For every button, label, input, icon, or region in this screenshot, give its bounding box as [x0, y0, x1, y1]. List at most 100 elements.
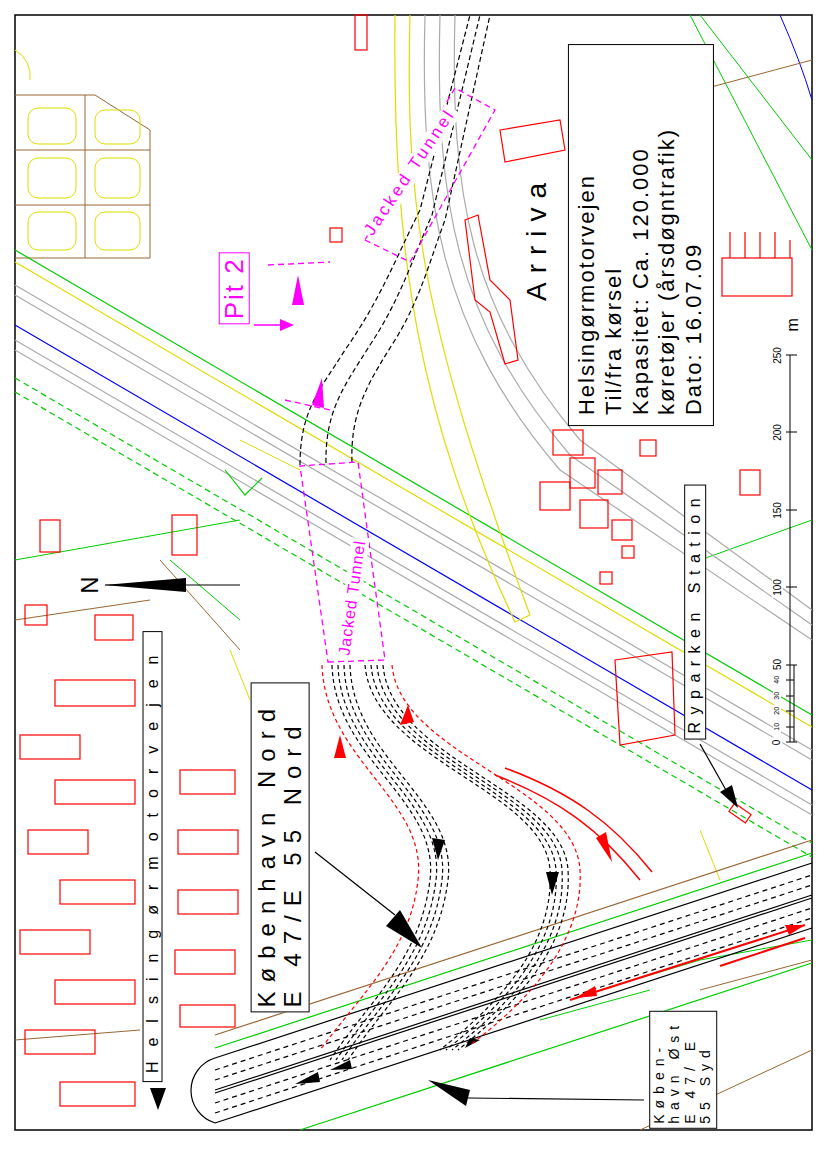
buildings — [55, 980, 135, 1004]
ramps — [320, 665, 419, 1050]
pit-box: Pit 2 — [219, 252, 250, 324]
plot-lines — [15, 15, 812, 1130]
buildings — [40, 520, 60, 552]
jacked-tunnel-outline — [300, 462, 385, 662]
node-text: Pit 2 — [220, 257, 249, 319]
buildings — [640, 440, 656, 456]
station-box: Ryparken Station — [684, 485, 706, 740]
ramp-arrows — [596, 832, 612, 862]
ramps — [348, 665, 449, 1060]
buildings — [172, 515, 197, 555]
buildings — [25, 1030, 95, 1054]
jacked-tunnel-outline — [268, 262, 330, 265]
ramps — [383, 665, 568, 1050]
ramps — [342, 665, 443, 1060]
buildings — [500, 120, 565, 162]
leader-lines — [428, 1080, 470, 1106]
buildings — [55, 780, 135, 804]
place-label: Arriva — [522, 171, 553, 302]
motorway-arrows — [785, 925, 805, 935]
ramps — [371, 665, 556, 1050]
plot-lines — [15, 95, 150, 258]
node-text: Til/fra kørsel — [601, 55, 628, 415]
scale-bar — [786, 355, 797, 742]
node-text: Kapasitet: Ca. 120.000 køretøjer (årsdøg… — [628, 55, 682, 415]
plot-lines — [28, 158, 76, 198]
buildings — [600, 572, 612, 584]
buildings — [740, 470, 760, 495]
scale-number: 50 — [772, 656, 783, 671]
scale-number: 0 — [771, 737, 782, 747]
buildings — [722, 258, 792, 296]
railway-corridor — [225, 470, 262, 495]
buildings — [465, 215, 518, 364]
leader-lines — [315, 852, 395, 915]
ramps — [392, 665, 580, 1045]
pit-markers — [292, 275, 304, 305]
info-box: HelsingørmotorvejenTil/fra kørselKapasit… — [568, 44, 714, 426]
motorway-arrows — [295, 1072, 320, 1084]
railway-corridor — [15, 392, 812, 857]
node-text: Dato: 16.07.09 — [681, 55, 708, 415]
scale-number: 250 — [771, 345, 782, 366]
road-name-box: København Nord E 47/E 55 Nord — [251, 682, 310, 1012]
leader-lines — [386, 910, 422, 948]
buildings — [60, 880, 135, 904]
buildings — [20, 15, 792, 1106]
buildings — [95, 615, 133, 640]
plot-lines — [95, 110, 140, 144]
buildings — [25, 605, 47, 625]
buildings — [28, 830, 88, 854]
jacked-tunnel-outline — [365, 88, 495, 262]
buildings — [598, 470, 622, 494]
leader-lines — [720, 785, 738, 808]
node-text: København Nord E 47/E 55 Nord — [254, 687, 307, 1007]
ring-road — [424, 15, 812, 640]
scale-unit: m — [783, 316, 801, 333]
pit-markers — [312, 378, 324, 408]
motorway — [191, 1058, 215, 1123]
tunnel-lines — [326, 15, 480, 463]
buildings — [330, 228, 342, 242]
buildings — [178, 890, 238, 914]
scale-number: 100 — [771, 577, 782, 598]
buildings — [580, 500, 608, 528]
pit-markers — [254, 324, 282, 326]
ramp-arrows — [432, 838, 445, 860]
scale-bar — [794, 665, 795, 742]
buildings — [540, 482, 570, 510]
motorway-arrows — [330, 1060, 352, 1070]
buildings — [570, 458, 595, 488]
buildings — [730, 232, 790, 258]
motorway — [720, 938, 805, 966]
tunnel-lines — [300, 15, 490, 465]
buildings — [622, 546, 634, 558]
north-label: N — [77, 575, 103, 596]
ramps — [377, 665, 562, 1050]
scale-number: 30 — [773, 690, 781, 702]
buildings — [355, 15, 367, 50]
scale-bar — [786, 355, 797, 742]
road-name-box: Køben- havn Øst E 47/ E 55 Syd — [649, 1011, 717, 1129]
scale-number: 200 — [771, 422, 782, 443]
buildings — [180, 770, 235, 794]
buildings — [178, 830, 238, 854]
ramps — [320, 665, 580, 1060]
map-frame — [15, 15, 812, 1130]
motorway-arrows — [575, 986, 597, 998]
ramps — [336, 665, 437, 1060]
ring-road — [395, 15, 530, 622]
scale-number: 10 — [773, 721, 781, 733]
tunnel-lines — [300, 15, 470, 465]
tunnel-label: Jacked Tunnel — [335, 537, 369, 658]
leader-lines — [150, 1088, 166, 1110]
buildings — [60, 1082, 135, 1106]
ramps — [330, 665, 431, 1060]
ring-road — [454, 15, 812, 610]
tunnel-label: Jacked Tunnel — [359, 103, 460, 240]
node-text: Køben- havn Øst E 47/ E 55 Syd — [652, 1016, 714, 1124]
motorway — [300, 963, 812, 1130]
buildings — [20, 735, 80, 759]
node-text: Helsingørmotorvejen — [143, 640, 161, 1073]
buildings — [55, 680, 135, 706]
